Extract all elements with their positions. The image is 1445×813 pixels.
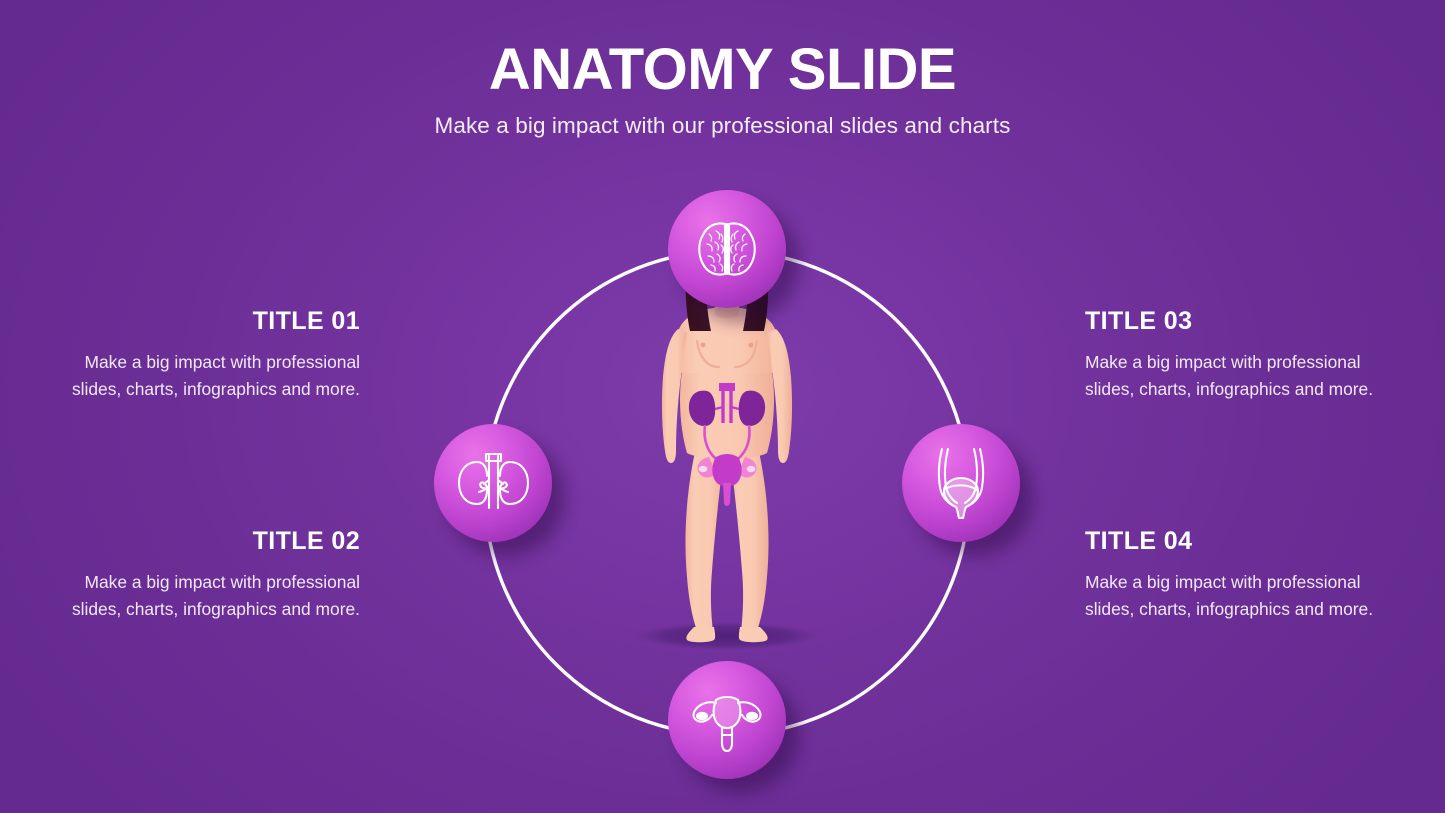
info-block-01-title: TITLE 01: [252, 307, 360, 335]
page-title: ANATOMY SLIDE: [488, 37, 957, 102]
info-block-04-title: TITLE 04: [1085, 527, 1193, 555]
page-subtitle: Make a big impact with our professional …: [434, 112, 1011, 138]
info-block-02[interactable]: TITLE 02 Make a big impact with professi…: [60, 527, 360, 623]
info-block-04-body: Make a big impact with professional slid…: [1085, 572, 1374, 620]
info-block-03-body: Make a big impact with professional slid…: [1085, 352, 1374, 400]
kidney-icon: [457, 452, 530, 510]
figure-internal-organs: [688, 383, 766, 506]
uterus-icon: [692, 695, 762, 753]
icon-bubble-bladder[interactable]: [902, 424, 1020, 542]
brain-icon: [698, 222, 756, 276]
info-block-04[interactable]: TITLE 04 Make a big impact with professi…: [1085, 527, 1385, 623]
info-block-01-body: Make a big impact with professional slid…: [71, 352, 360, 400]
slide-header: ANATOMY SLIDE Make a big impact with our…: [0, 37, 1445, 139]
icon-bubble-brain[interactable]: [668, 190, 786, 308]
info-block-01[interactable]: TITLE 01 Make a big impact with professi…: [60, 307, 360, 403]
figure-floor-shadow: [635, 622, 819, 650]
info-block-02-title: TITLE 02: [252, 527, 360, 555]
info-block-03[interactable]: TITLE 03 Make a big impact with professi…: [1085, 307, 1385, 403]
icon-bubble-uterus[interactable]: [668, 661, 786, 779]
info-block-02-body: Make a big impact with professional slid…: [71, 572, 360, 620]
bladder-icon: [937, 447, 985, 520]
icon-bubble-kidney[interactable]: [434, 424, 552, 542]
info-block-03-title: TITLE 03: [1085, 307, 1193, 335]
